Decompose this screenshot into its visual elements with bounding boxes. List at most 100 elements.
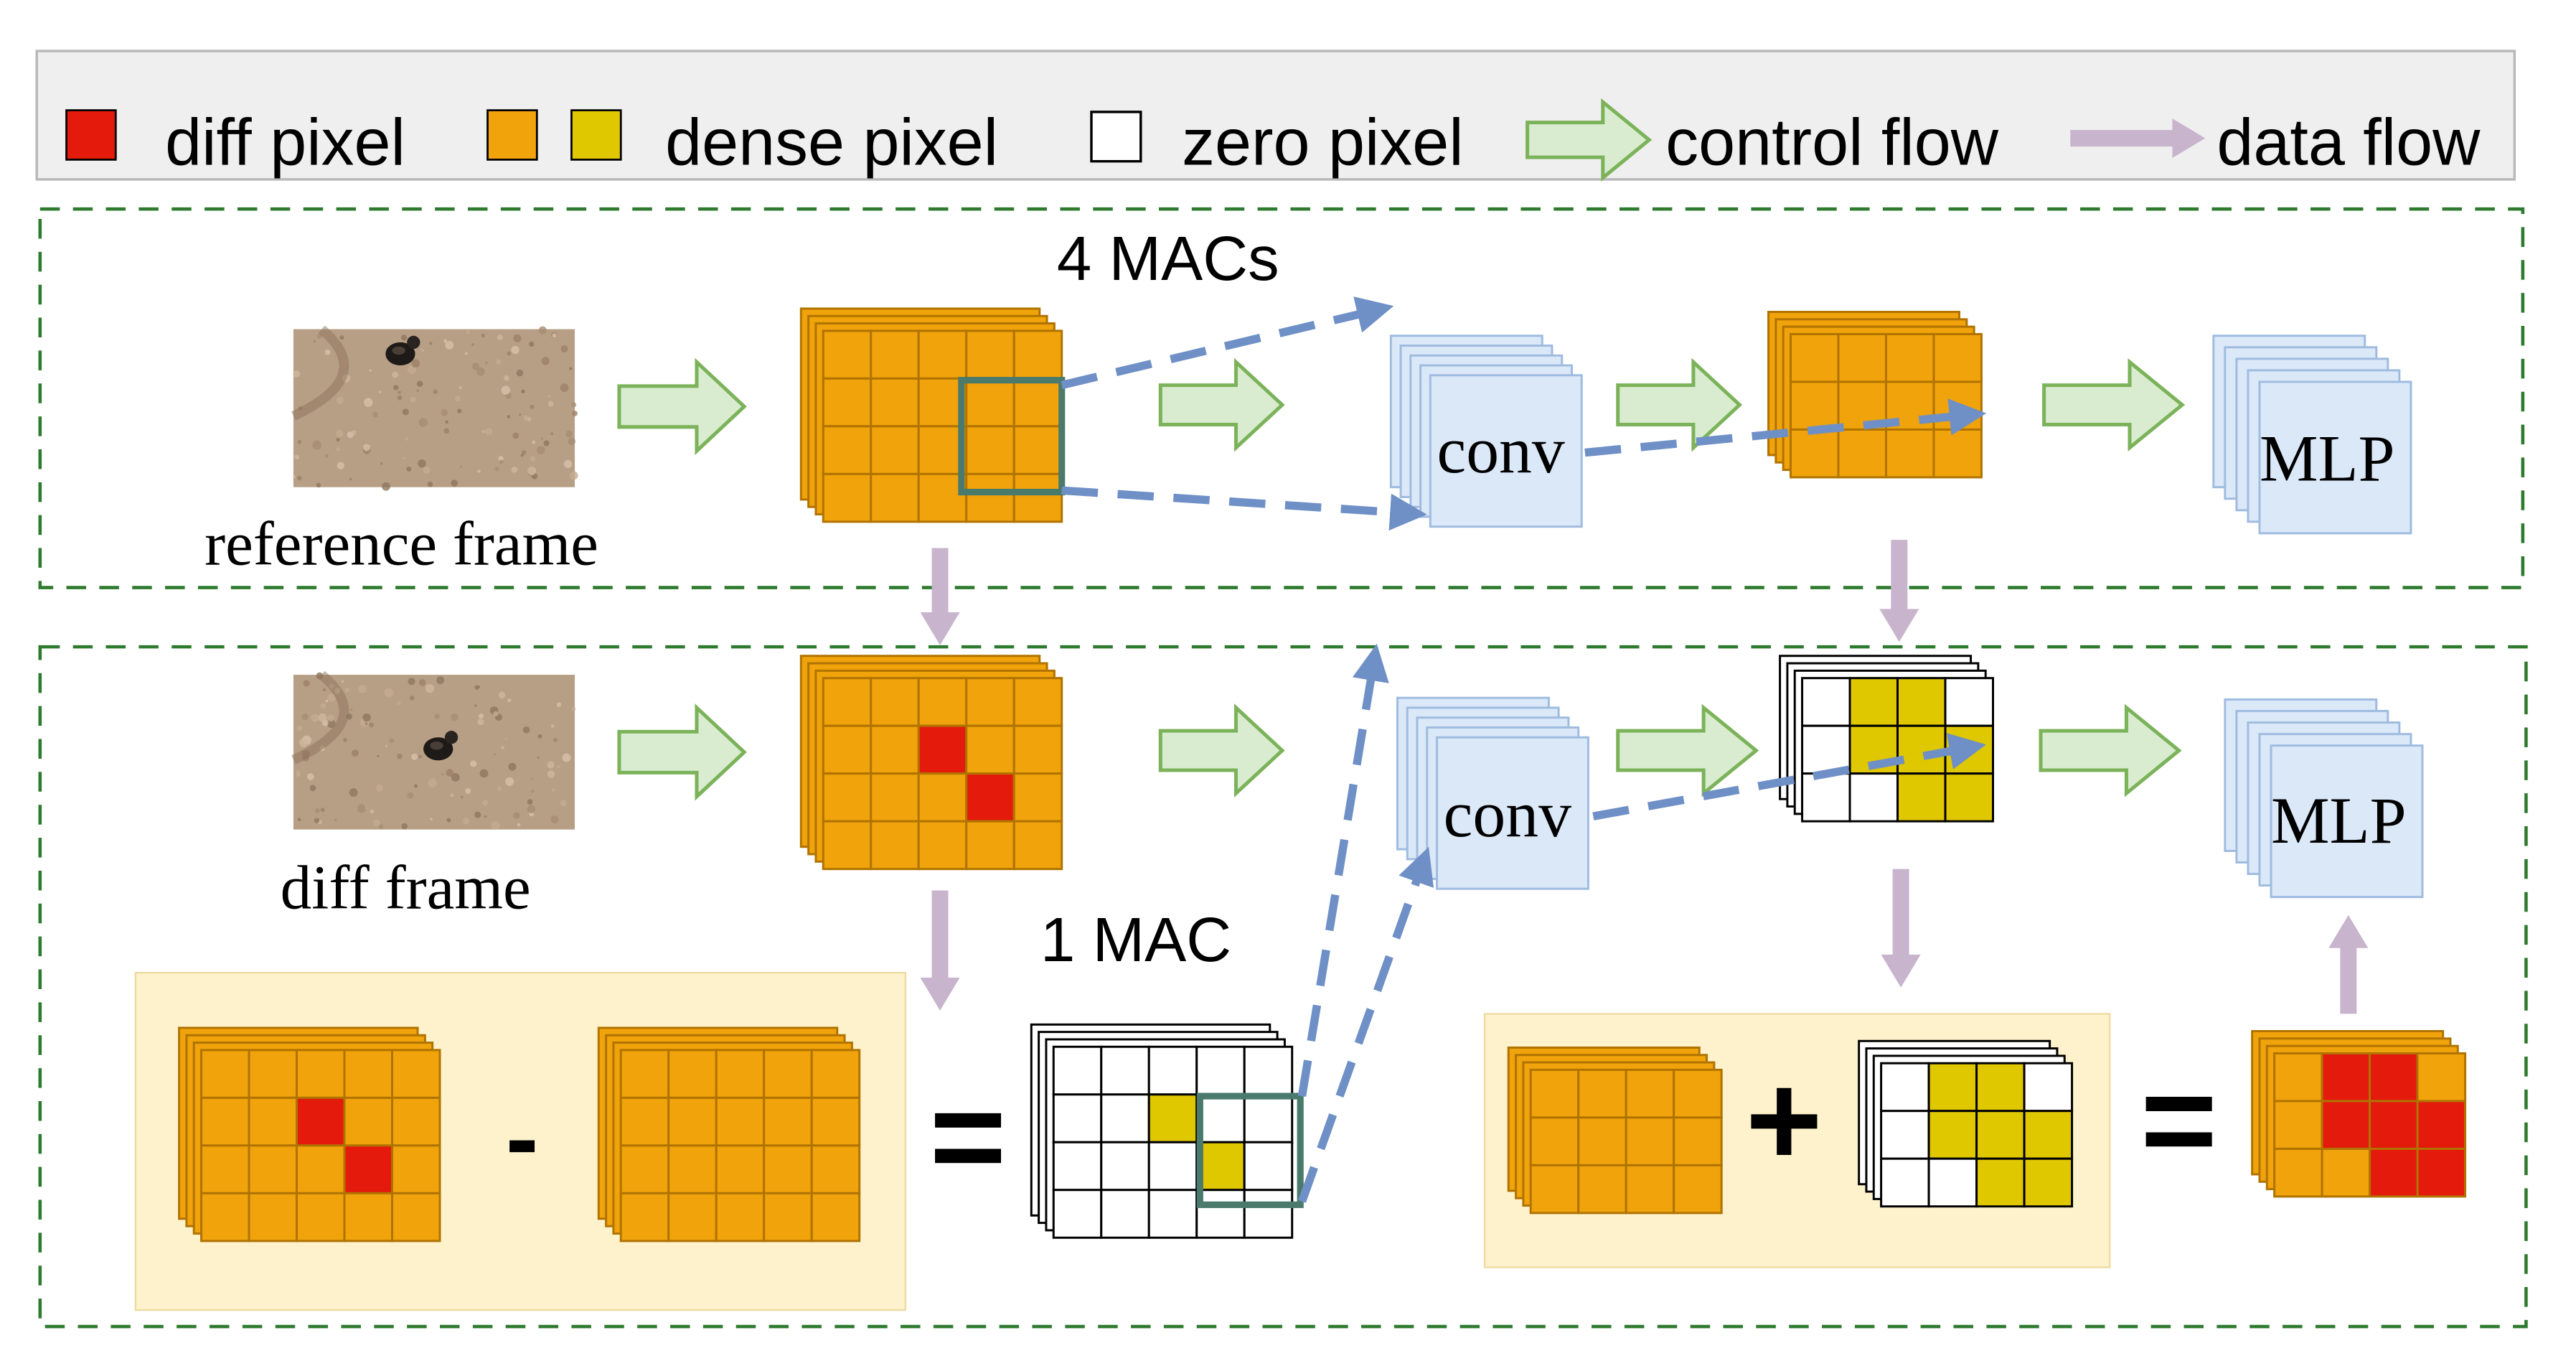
pixel-cell [667,1096,718,1147]
pixel-cell [343,1192,393,1243]
photo-speckle [384,688,394,698]
photo-speckle [407,792,414,799]
pixel-cell [1789,332,1840,383]
mlp-label-bottom: MLP [2271,784,2407,857]
pixel-cell [1789,428,1840,479]
photo-speckle [418,418,428,427]
pixel-cell [1147,1189,1198,1239]
photo-speckle [565,430,573,438]
panel-reference-output [1507,1046,1723,1215]
equals-sign: = [2140,1046,2217,1193]
pixel-cell [1243,1141,1294,1192]
legend-diff-pixel-label: diff pixel [165,106,405,179]
dashed-arrow-sparse-top [1297,643,1389,1098]
pixel-cell [1100,1141,1150,1192]
pixel-cell [822,472,873,523]
pixel-cell [667,1049,718,1099]
photo-speckle [563,459,573,469]
pixel-cell [822,377,873,428]
data-flow-arrow-icon [1879,540,1919,642]
photo-speckle [441,409,448,416]
dashed-arrow-to-conv-bottom [1061,486,1427,531]
pixel-cell [1944,772,1995,823]
pixel-cell [1625,1116,1675,1166]
pixel-cell [965,677,1015,727]
pixel-cell [248,1192,299,1243]
pixel-cell [1052,1189,1103,1239]
photo-speckle [495,359,502,365]
photo-speckle [497,786,502,791]
pixel-cell [870,377,920,428]
photo-speckle [470,760,477,767]
pixel-cell [1932,428,1983,479]
pixel-cell [822,677,873,727]
photo-speckle [326,719,336,729]
photo-speckle [505,777,514,786]
photo-speckle [314,818,320,823]
photo-speckle [296,725,303,731]
photo-speckle [484,361,489,365]
photo-speckle [523,415,529,421]
turtle-head [407,335,420,350]
photo-speckle [547,761,555,769]
layer-sheet [2270,744,2424,899]
pixel-cell [870,724,920,775]
turtle-highlight [430,741,443,750]
photo-speckle [416,380,423,388]
legend-dense-pixel-label: dense pixel [665,106,998,179]
pixel-cell [965,377,1015,428]
photo-speckle [337,462,344,469]
photo-speckle [408,365,416,374]
sparse-conv-output [1779,655,1995,823]
dashed-arrow-to-conv-top [1061,296,1394,390]
photo-speckle [541,357,550,365]
photo-speckle [572,411,578,416]
data-flow-arrow-icon [2070,118,2206,159]
pixel-cell [870,677,920,727]
panel-diff-map [178,1026,441,1243]
photo-speckle [428,778,437,788]
photo-speckle [344,687,349,693]
photo-speckle [297,818,301,822]
photo-speckle [551,788,555,792]
pixel-cell [1880,1110,1930,1160]
pixel-cell [1944,677,1995,727]
photo-speckle [508,762,517,771]
photo-speckle [411,359,420,368]
photo-speckle [427,482,433,487]
photo-speckle [527,805,536,813]
photo-speckle [503,375,509,381]
photo-speckle [382,482,390,491]
photo-speckle [314,808,320,813]
pixel-cell [1789,380,1840,431]
pixel-cell [810,1192,861,1243]
photo-speckle [519,413,522,416]
diff-pixel-swatch-icon [65,109,117,161]
pixel-cell [763,1192,813,1243]
photo-speckle [507,415,511,418]
conv-label-bottom: conv [1444,777,1571,851]
pixel-cell [619,1192,670,1243]
pixel-cell [2416,1052,2467,1103]
photo-speckle [451,772,460,782]
photo-speckle [370,809,375,814]
photo-speckle [507,698,512,703]
photo-speckle [430,818,433,820]
legend-data-flow-label: data flow [2217,106,2481,179]
photo-speckle [513,812,520,819]
pixel-cell [248,1144,299,1194]
photo-speckle [474,704,477,707]
photo-speckle [416,389,419,392]
photo-speckle [511,345,520,355]
photo-speckle [421,349,424,352]
photo-speckle [324,454,329,458]
photo-speckle [316,482,321,488]
pixel-cell [822,724,873,775]
photo-speckle [445,420,448,424]
photo-speckle [378,824,384,830]
photo-speckle [434,713,440,719]
pixel-cell [2369,1100,2419,1150]
data-flow-arrow-icon [920,548,960,645]
